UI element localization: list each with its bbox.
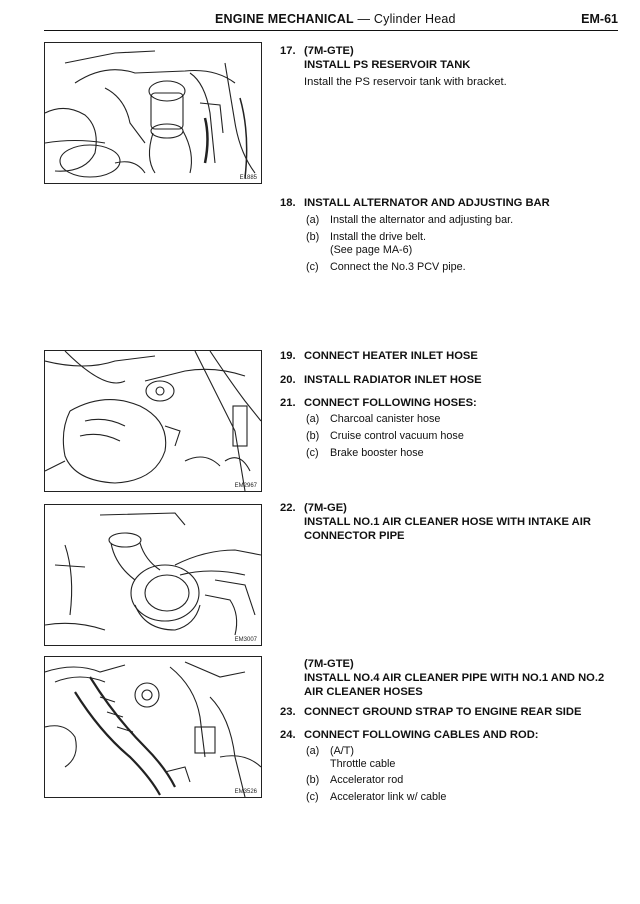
header-dash: — <box>357 12 371 26</box>
step-title: CONNECT FOLLOWING HOSES: <box>304 397 477 409</box>
air-cleaner-hose-illustration <box>45 512 261 636</box>
step-title-line2: CONNECTOR PIPE <box>304 530 405 542</box>
item-text: Install the drive belt. <box>330 231 427 243</box>
item-text-detail: Throttle cable <box>330 758 396 770</box>
item-text: Accelerator link w/ cable <box>330 791 447 803</box>
subsection-name: Cylinder Head <box>373 12 456 26</box>
item-text: Install the alternator and adjusting bar… <box>330 214 514 226</box>
step-title: INSTALL ALTERNATOR AND ADJUSTING BAR <box>304 197 550 209</box>
step-title-line1: INSTALL NO.4 AIR CLEANER PIPE WITH NO.1 … <box>304 672 605 684</box>
step-variant: (7M-GTE) <box>304 45 354 57</box>
figure-code: E1885 <box>239 175 257 181</box>
step-number: 18. <box>280 197 296 209</box>
page-header: ENGINE MECHANICAL — Cylinder Head EM-61 <box>0 0 640 34</box>
step-number: 23. <box>280 706 296 718</box>
step-title: INSTALL PS RESERVOIR TANK <box>304 59 471 71</box>
figure-air-cleaner-hose: EM3007 <box>44 504 262 646</box>
step-number: 24. <box>280 729 296 741</box>
item-text: Charcoal canister hose <box>330 413 441 425</box>
step-number: 21. <box>280 397 296 409</box>
step-number: 22. <box>280 502 296 514</box>
item-label: (a) <box>306 745 320 757</box>
step-22-gte: (7M-GTE) INSTALL NO.4 AIR CLEANER PIPE W… <box>304 657 614 699</box>
step-variant: (7M-GTE) <box>304 658 354 670</box>
page-number: EM-61 <box>581 12 618 26</box>
step-title-line1: INSTALL NO.1 AIR CLEANER HOSE WITH INTAK… <box>304 516 591 528</box>
figure-ground-strap: EM3526 <box>44 656 262 798</box>
item-label: (b) <box>306 774 320 786</box>
step-title: CONNECT GROUND STRAP TO ENGINE REAR SIDE <box>304 706 582 718</box>
item-label: (c) <box>306 261 319 273</box>
ground-strap-illustration <box>45 661 261 797</box>
item-text: (A/T) <box>330 745 354 757</box>
header-rule <box>44 30 618 31</box>
step-title-line2: AIR CLEANER HOSES <box>304 686 423 698</box>
item-text: Connect the No.3 PCV pipe. <box>330 261 466 273</box>
step-number: 20. <box>280 374 296 386</box>
item-text: Cruise control vacuum hose <box>330 430 464 442</box>
step-title: INSTALL RADIATOR INLET HOSE <box>304 374 482 386</box>
step-variant: (7M-GE) <box>304 502 347 514</box>
figure-code: EM3007 <box>234 637 257 643</box>
section-name: ENGINE MECHANICAL <box>215 12 354 26</box>
item-label: (c) <box>306 791 319 803</box>
step-text: Install the PS reservoir tank with brack… <box>304 76 507 88</box>
item-label: (c) <box>306 447 319 459</box>
hoses-illustration <box>45 351 261 491</box>
header-title: ENGINE MECHANICAL — Cylinder Head <box>215 12 456 26</box>
item-label: (b) <box>306 430 320 442</box>
step-18-item-b-ref: (See page MA-6) <box>330 244 412 258</box>
item-label: (b) <box>306 231 320 243</box>
step-title: CONNECT HEATER INLET HOSE <box>304 350 478 362</box>
step-title: CONNECT FOLLOWING CABLES AND ROD: <box>304 729 539 741</box>
item-text: Accelerator rod <box>330 774 404 786</box>
item-label: (a) <box>306 413 320 425</box>
step-number: 17. <box>280 45 296 57</box>
step-24-item-a-detail: Throttle cable <box>330 758 395 772</box>
item-label: (a) <box>306 214 320 226</box>
figure-code: EM2967 <box>234 483 257 489</box>
item-text-ref: (See page MA-6) <box>330 244 413 256</box>
step-number: 19. <box>280 350 296 362</box>
figure-code: EM3526 <box>234 789 257 795</box>
figure-heater-hoses: EM2967 <box>44 350 262 492</box>
ps-reservoir-illustration <box>45 50 256 179</box>
figure-ps-reservoir: E1885 <box>44 42 262 184</box>
item-text: Brake booster hose <box>330 447 424 459</box>
